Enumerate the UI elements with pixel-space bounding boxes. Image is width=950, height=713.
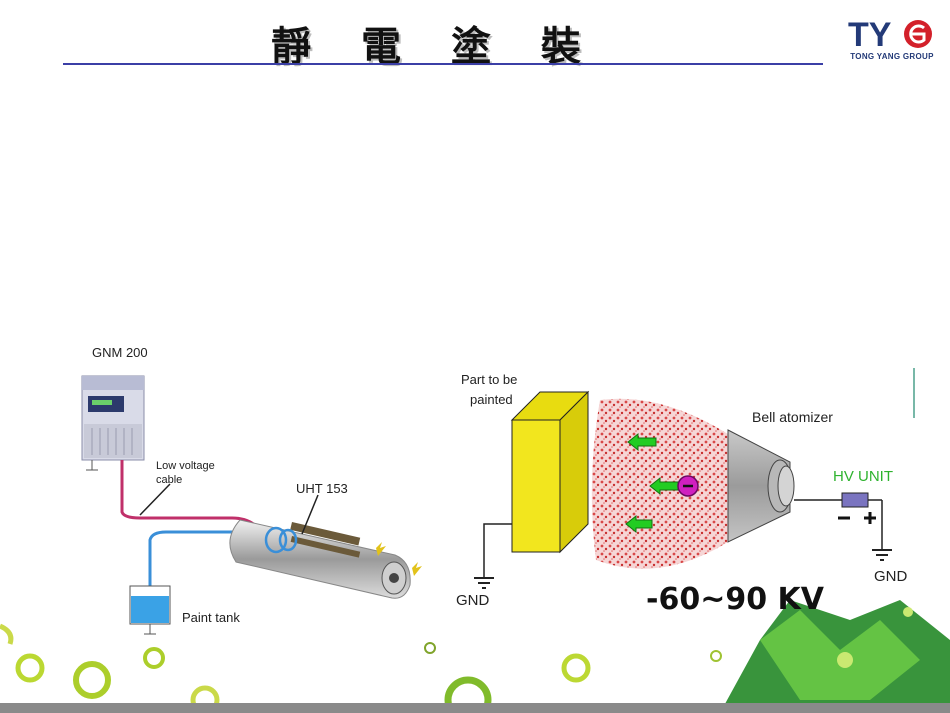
gnd-right-label: GND: [874, 568, 908, 585]
atomizer-label: Bell atomizer: [752, 409, 833, 425]
part-label-line1: Part to be: [461, 372, 518, 387]
controller-unit: [81, 375, 145, 471]
gun-label: UHT 153: [296, 481, 348, 496]
cable-label-line1: Low voltage: [156, 460, 215, 472]
painted-part: [474, 390, 590, 589]
svg-text:TY: TY: [848, 16, 892, 54]
paint-tank: [129, 585, 171, 635]
bell-atomizer: [727, 429, 842, 543]
tank-label: Paint tank: [182, 610, 240, 625]
tyg-logo: TY: [848, 16, 932, 54]
hv-unit: [838, 492, 892, 561]
logo-subtitle: TONG YANG GROUP: [850, 52, 934, 61]
title-underline: [63, 63, 823, 65]
slide-title: 靜 電 塗 裝: [271, 24, 599, 70]
decorative-background: [0, 600, 950, 713]
controller-label: GNM 200: [92, 345, 148, 360]
footer-bar: [0, 703, 950, 713]
charge-arrows: [625, 432, 699, 534]
part-label-line2: painted: [470, 392, 513, 407]
spray-gun: [229, 494, 422, 599]
voltage-label: -60~90 KV: [646, 582, 824, 617]
cable-label-line2: cable: [156, 474, 183, 486]
gnd-left-label: GND: [456, 592, 490, 609]
hv-unit-label: HV UNIT: [833, 468, 893, 485]
